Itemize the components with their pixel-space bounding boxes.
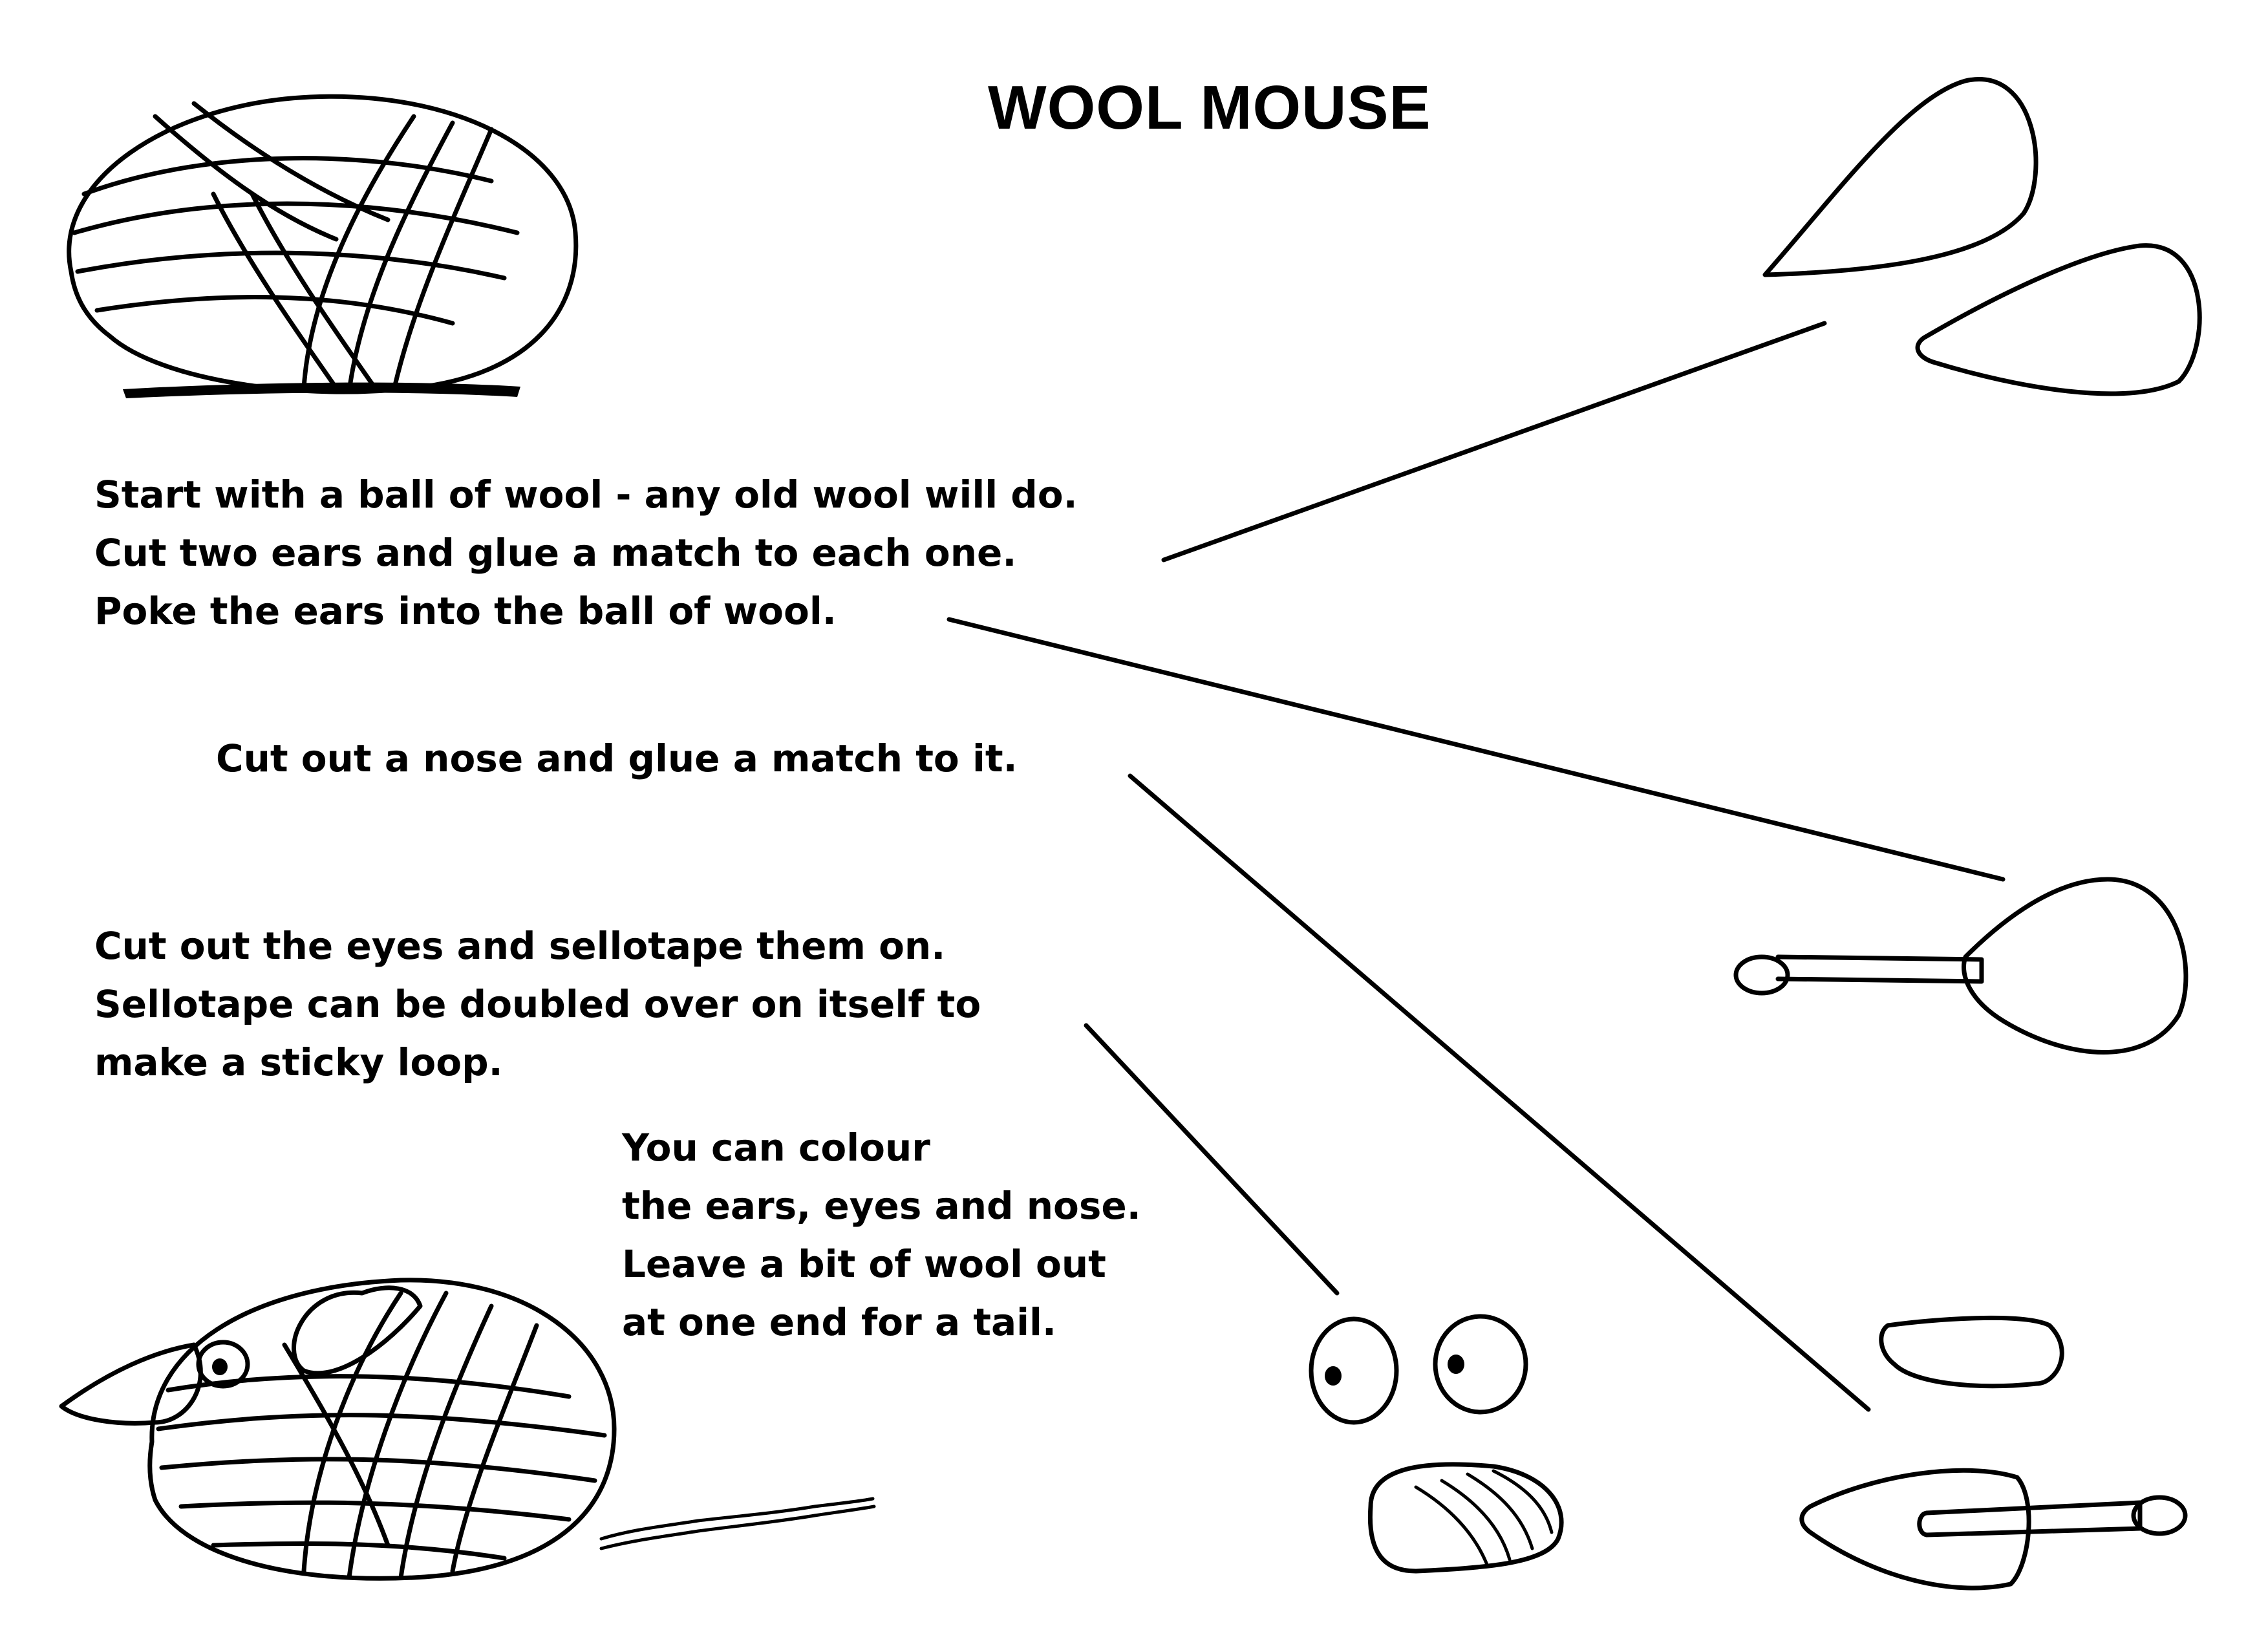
wool-ball-illustration bbox=[67, 94, 579, 398]
instruction-line: Leave a bit of wool out bbox=[622, 1242, 1106, 1286]
pupil-icon bbox=[212, 1358, 228, 1375]
pointer-line-ear-match bbox=[947, 617, 2006, 882]
pointer-line-nose bbox=[1128, 773, 1871, 1412]
pupil-icon bbox=[1448, 1355, 1464, 1374]
instruction-line: at one end for a tail. bbox=[622, 1300, 1056, 1344]
ear-cutout bbox=[1915, 243, 2202, 396]
ear-cutout bbox=[1762, 77, 2038, 277]
instruction-line: Cut two ears and glue a match to each on… bbox=[94, 531, 1017, 575]
instruction-line: the ears, eyes and nose. bbox=[622, 1184, 1141, 1228]
pupil-icon bbox=[1325, 1366, 1342, 1386]
step-eyes-text: Cut out the eyes and sellotape them on. … bbox=[94, 917, 981, 1091]
instruction-line: make a sticky loop. bbox=[94, 1040, 503, 1084]
instruction-line: Poke the ears into the ball of wool. bbox=[94, 589, 837, 633]
instruction-line: Cut out the eyes and sellotape them on. bbox=[94, 924, 946, 968]
wool-piece-cutout bbox=[1367, 1462, 1564, 1574]
eyes-cutout bbox=[1309, 1314, 1528, 1425]
instruction-line: Start with a ball of wool - any old wool… bbox=[94, 473, 1078, 517]
step-colour-text: You can colour the ears, eyes and nose. … bbox=[622, 1119, 1141, 1351]
step-ears-text: Start with a ball of wool - any old wool… bbox=[94, 466, 1078, 640]
pointer-line-eyes bbox=[1084, 1023, 1340, 1296]
step-nose-text: Cut out a nose and glue a match to it. bbox=[216, 729, 1018, 788]
ear-with-match-cutout bbox=[1733, 877, 2188, 1055]
instruction-line: You can colour bbox=[622, 1126, 930, 1170]
finished-mouse-illustration bbox=[59, 1278, 876, 1581]
nose-with-match-cutout bbox=[1799, 1315, 2188, 1591]
instruction-line: Cut out a nose and glue a match to it. bbox=[216, 736, 1018, 780]
page-title: WOOL MOUSE bbox=[988, 73, 1431, 142]
instruction-line: Sellotape can be doubled over on itself … bbox=[94, 982, 981, 1026]
pointer-line-ears bbox=[1161, 321, 1827, 562]
